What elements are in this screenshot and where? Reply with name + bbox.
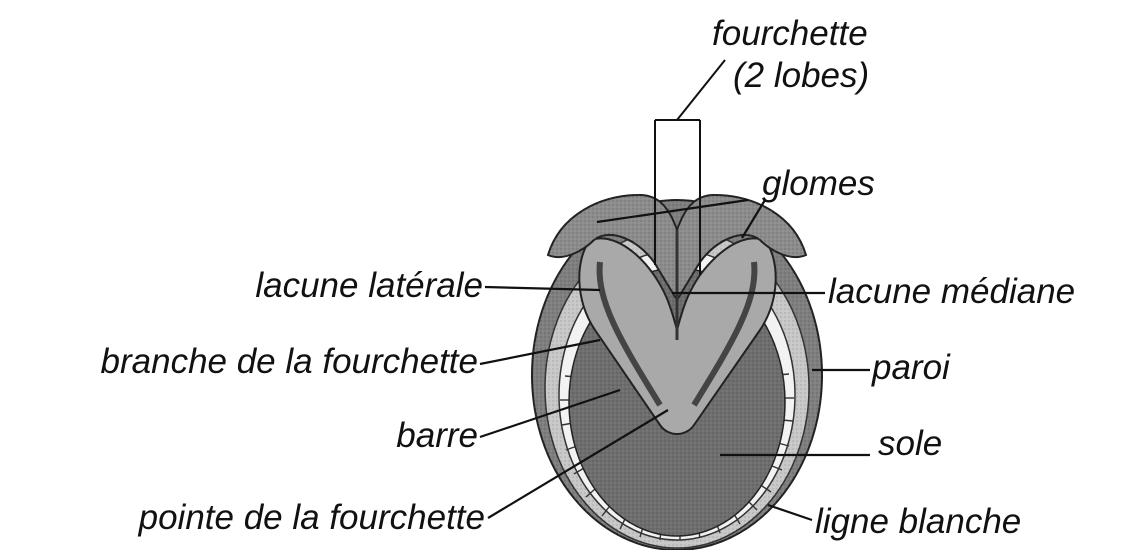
label-barre: barre xyxy=(300,416,478,456)
label-fourchette: fourchette xyxy=(712,14,868,54)
label-glomes: glomes xyxy=(762,164,875,204)
label-lacune-mediane: lacune médiane xyxy=(828,272,1075,312)
label-lacune-laterale: lacune latérale xyxy=(190,266,483,306)
label-paroi: paroi xyxy=(872,348,950,388)
label-pointe-fourchette: pointe de la fourchette xyxy=(0,498,485,538)
label-fourchette-lobes: (2 lobes) xyxy=(733,56,869,96)
label-sole: sole xyxy=(878,424,942,464)
label-branche-fourchette: branche de la fourchette xyxy=(0,342,478,382)
label-ligne-blanche: ligne blanche xyxy=(815,502,1021,542)
